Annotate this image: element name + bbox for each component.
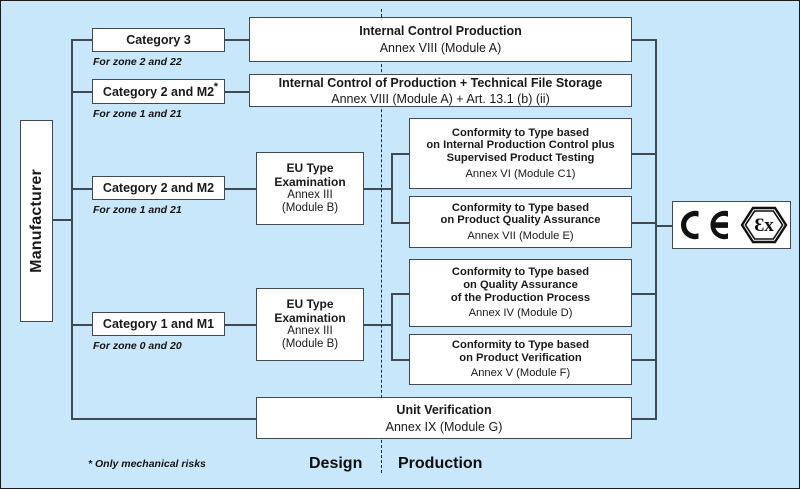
eu-type-title-line1: EU Type [286,161,334,176]
connector-conf3-to-right-trunk [632,293,657,295]
procedure-line3: of the Production Process [450,291,591,304]
manufacturer-label: Manufacturer [27,169,45,273]
procedure-annex: Annex VII (Module E) [467,229,574,242]
connector-trunk-to-unit-verification [71,418,257,420]
eu-type-title-line2: Examination [274,310,346,325]
connector-eutype1-out [363,188,392,190]
procedure-annex: Annex VIII (Module A) + Art. 13.1 (b) (i… [331,91,550,106]
connector-cat2m2b-to-eutype1 [225,188,257,190]
footnote-mechanical-risks: * Only mechanical risks [88,458,206,470]
connector-trunk-to-cat2m2b [71,188,93,190]
procedure-line1: Conformity to Type based [451,339,590,352]
connector-trunk-to-cat2m2a [71,91,93,93]
procedure-title: Unit Verification [396,402,492,417]
category-box-category-3[interactable]: Category 3 [92,28,225,52]
connector-cat2m2a-to-icpts [225,91,250,93]
connector-trunk-to-cat3 [71,39,93,41]
design-production-divider [381,9,382,473]
zone-label-category-2-m2-top: For zone 1 and 21 [93,108,182,120]
connector-eutype1-split [391,153,393,223]
connector-split-to-conf4 [391,359,410,361]
phase-label-production: Production [398,455,483,472]
zone-label-category-1-m1: For zone 0 and 20 [93,340,182,352]
connector-trunk-to-cat1m1 [71,324,93,326]
procedure-line2: on Quality Assurance [463,278,578,291]
connector-eutype2-split [391,293,393,360]
category-label: Category 1 and M1 [102,317,215,331]
connector-conf2-to-right-trunk [632,222,657,224]
category-box-category-1-m1[interactable]: Category 1 and M1 [92,312,225,336]
procedure-box-conformity-module-d[interactable]: Conformity to Type based on Quality Assu… [409,259,632,327]
connector-split-to-conf1 [391,153,410,155]
eu-type-annex: Annex III [287,189,333,202]
procedure-title: Internal Control Production [359,24,522,38]
phase-label-design: Design [309,455,363,472]
eu-type-annex: Annex III [287,325,333,338]
ex-hexagon-icon: Ɛx [740,206,788,244]
eu-type-title-line1: EU Type [286,297,334,312]
procedure-line1: Conformity to Type based [451,201,590,214]
category-label: Category 2 and M2 [102,84,215,99]
connector-unitver-to-right-trunk [632,418,657,420]
connector-icp-to-right-trunk [632,39,657,41]
footnote-star: * [213,81,218,93]
category-label: Category 3 [126,33,191,47]
procedure-line2: on Product Quality Assurance [440,214,601,227]
procedure-box-internal-control-plus-technical-file[interactable]: Internal Control of Production + Technic… [249,74,632,107]
connector-cat3-to-icp [225,39,250,41]
zone-label-category-2-m2-mid: For zone 1 and 21 [93,204,182,216]
connector-conf1-to-right-trunk [632,153,657,155]
eu-type-title-line2: Examination [274,174,346,189]
connector-manufacturer-to-trunk [52,219,72,221]
connector-split-to-conf2 [391,222,410,224]
svg-text:Ɛx: Ɛx [754,215,774,236]
connector-left-trunk [71,39,73,420]
ce-ex-marking-box: Ɛx [672,201,791,249]
procedure-box-conformity-module-e[interactable]: Conformity to Type based on Product Qual… [409,196,632,248]
eu-type-module: (Module B) [281,337,339,350]
procedure-line3: Supervised Product Testing [446,152,595,164]
procedure-annex: Annex VI (Module C1) [465,167,576,180]
procedure-annex: Annex IX (Module G) [385,419,503,434]
procedure-box-internal-control-production[interactable]: Internal Control Production Annex VIII (… [249,17,632,62]
category-label: Category 2 and M2 [102,181,215,195]
procedure-annex: Annex IV (Module D) [468,307,573,320]
connector-right-trunk [655,39,657,420]
manufacturer-box[interactable]: Manufacturer [20,120,53,322]
category-box-category-2-m2-top[interactable]: Category 2 and M2 * [92,79,225,104]
zone-label-category-3: For zone 2 and 22 [93,56,182,68]
connector-eutype2-out [363,324,392,326]
connector-right-trunk-to-cemark [655,225,673,227]
eu-type-module: (Module B) [281,201,339,214]
procedure-line2: on Product Verification [459,351,582,364]
ce-mark-icon [676,208,734,242]
connector-split-to-conf3 [391,293,410,295]
procedure-annex: Annex VIII (Module A) [379,41,502,55]
procedure-box-conformity-module-f[interactable]: Conformity to Type based on Product Veri… [409,334,632,385]
procedure-title: Internal Control of Production + Technic… [278,75,603,90]
procedure-line2: on Internal Production Control plus [426,139,615,152]
procedure-line1: Conformity to Type based [451,126,590,139]
procedure-box-conformity-module-c1[interactable]: Conformity to Type based on Internal Pro… [409,118,632,189]
procedure-annex: Annex V (Module F) [470,367,571,380]
connector-cat1m1-to-eutype2 [225,324,257,326]
eu-type-examination-box-1[interactable]: EU Type Examination Annex III (Module B) [256,152,364,225]
eu-type-examination-box-2[interactable]: EU Type Examination Annex III (Module B) [256,288,364,361]
category-box-category-2-m2-mid[interactable]: Category 2 and M2 [92,176,225,200]
procedure-box-unit-verification[interactable]: Unit Verification Annex IX (Module G) [256,397,632,439]
connector-conf4-to-right-trunk [632,359,657,361]
procedure-line1: Conformity to Type based [451,266,590,279]
